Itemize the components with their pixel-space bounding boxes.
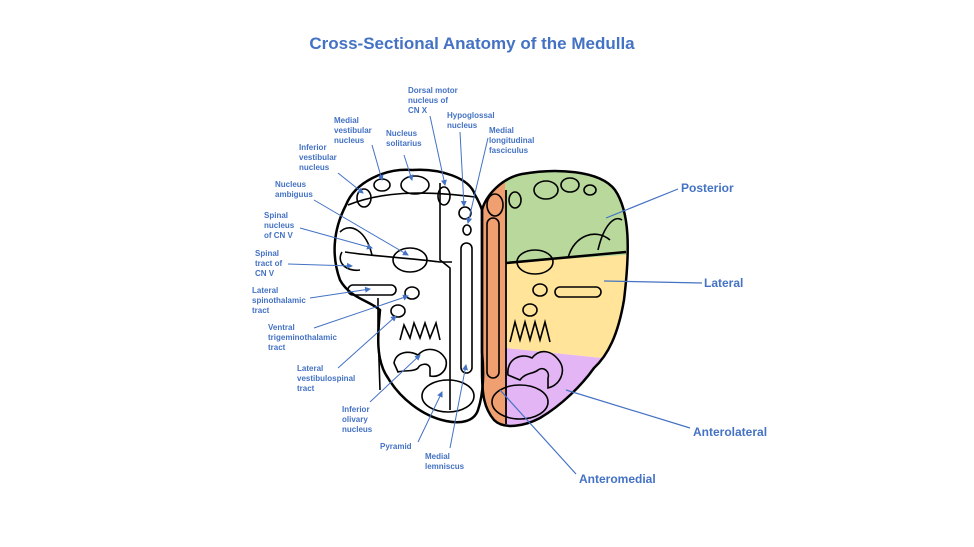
- pointer-lateral-spinothalamic: [309, 286, 371, 299]
- left-sulcus-line: [344, 251, 452, 263]
- label-medial-lemniscus: Medial lemniscus: [425, 452, 465, 471]
- right-olive-body: [507, 350, 564, 390]
- region-pointer-lines: [499, 188, 703, 475]
- right-olive-squiggle: [509, 318, 551, 343]
- label-spinal-nucleus-cn-v: Spinal nucleus of CN V: [264, 211, 295, 240]
- label-lateral-spinothalamic-tract: Lateral spinothalamic tract: [252, 286, 306, 315]
- right-mlf: [486, 193, 504, 217]
- left-medial-vestibular: [373, 178, 391, 192]
- label-inferior-olivary-nucleus: Inferior olivary nucleus: [342, 405, 373, 434]
- region-label-posterior: Posterior: [681, 181, 734, 195]
- left-medial-lemniscus: [460, 242, 473, 374]
- left-hypoglossal-nucleus: [458, 206, 472, 220]
- pointer-ventral-trigeminothalamic: [313, 294, 409, 329]
- left-olive-squiggle: [399, 320, 441, 341]
- label-dorsal-motor-nucleus: Dorsal motor nucleus of CN X: [408, 86, 458, 115]
- right-pyramid: [491, 384, 549, 420]
- anterolateral-pointer: [565, 389, 691, 429]
- lateral-region: [505, 254, 628, 362]
- right-nucleus-c: [560, 177, 580, 193]
- right-spinal-tract-arc: [597, 217, 623, 251]
- right-medial-column: [486, 217, 500, 379]
- right-oval-nucleus: [522, 303, 538, 317]
- right-nucleus-a: [508, 191, 522, 209]
- left-spinal-nucleus: [339, 227, 373, 256]
- left-fourth-ventricle-line: [347, 192, 476, 206]
- right-small-nucleus: [532, 283, 548, 297]
- region-label-anteromedial: Anteromedial: [579, 472, 656, 486]
- label-nucleus-ambiguus: Nucleus ambiguus: [275, 180, 313, 199]
- right-structures: [486, 177, 623, 420]
- region-label-anterolateral: Anterolateral: [693, 425, 768, 439]
- right-spinothalamic: [554, 286, 602, 298]
- right-lateral-nucleus: [516, 249, 554, 275]
- label-pyramid: Pyramid: [380, 442, 412, 451]
- left-spinal-tract: [339, 251, 361, 272]
- left-ventral-trigeminothalamic: [404, 286, 420, 300]
- pointer-medial-lemniscus: [449, 364, 468, 449]
- pointer-spinal-tract: [287, 262, 353, 269]
- label-nucleus-solitarius: Nucleus solitarius: [386, 129, 422, 148]
- left-structures: [339, 175, 476, 413]
- right-sulcus-line: [505, 250, 627, 265]
- pointer-pyramid: [417, 391, 443, 443]
- left-spinothalamic: [347, 284, 397, 296]
- left-dorsal-motor-nucleus: [437, 186, 451, 206]
- left-nucleus-ambiguus: [392, 247, 428, 273]
- left-lateral-boundary: [377, 298, 381, 391]
- right-trigeminal-arc: [567, 233, 611, 259]
- pointer-nucleus-solitarius: [403, 154, 414, 181]
- pointer-nucleus-ambiguus: [313, 199, 409, 256]
- pointer-mlf: [466, 137, 489, 224]
- pointer-spinal-nucleus: [299, 227, 373, 250]
- label-ventral-trigeminothalamic-tract: Ventral trigeminothalamic tract: [268, 323, 337, 352]
- pointer-medial-vestibular: [371, 144, 384, 181]
- right-nucleus-b: [533, 180, 559, 200]
- label-hypoglossal-nucleus: Hypoglossal nucleus: [447, 111, 495, 130]
- pointer-hypoglossal: [459, 131, 467, 207]
- posterior-pointer: [605, 188, 679, 219]
- right-nucleus-d: [583, 184, 597, 196]
- label-medial-longitudinal-fasciculus: Medial longitudinal fasciculus: [489, 126, 535, 155]
- lateral-pointer: [603, 280, 703, 284]
- left-mlf-nucleus: [462, 224, 472, 236]
- left-medial-boundary: [439, 183, 451, 410]
- pointer-inferior-vestibular: [337, 172, 364, 194]
- region-label-lateral: Lateral: [704, 276, 744, 290]
- anteromedial-pointer: [499, 389, 577, 475]
- left-pyramid: [421, 379, 475, 413]
- pointer-inferior-olivary: [369, 354, 421, 403]
- label-inferior-vestibular-nucleus: Inferior vestibular nucleus: [299, 143, 337, 172]
- label-lateral-vestibulospinal-tract: Lateral vestibulospinal tract: [297, 364, 356, 393]
- left-inferior-vestibular: [356, 188, 372, 208]
- diagram-title: Cross-Sectional Anatomy of the Medulla: [309, 34, 635, 53]
- label-spinal-tract-cn-v: Spinal tract of CN V: [255, 249, 283, 278]
- left-nucleus-solitarius: [400, 175, 430, 195]
- right-half-outline: [480, 169, 629, 428]
- label-medial-vestibular-nucleus: Medial vestibular nucleus: [334, 116, 372, 145]
- pointer-lateral-vestibulospinal: [337, 315, 397, 369]
- left-vestibulospinal: [390, 304, 406, 318]
- left-pointer-lines: [287, 115, 489, 449]
- pointer-dorsal-motor: [429, 115, 447, 186]
